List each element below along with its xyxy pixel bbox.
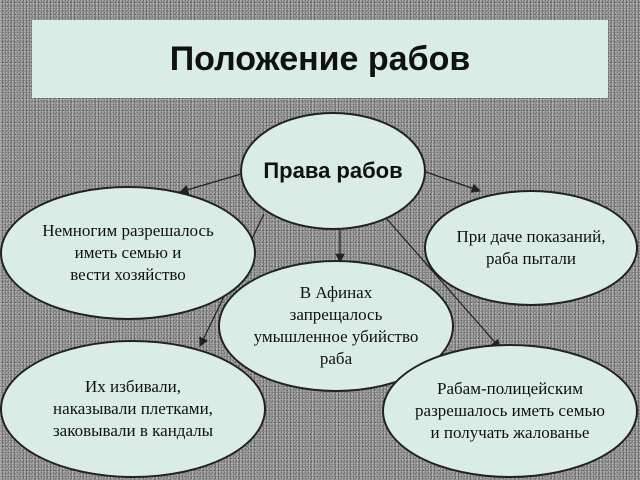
node-beaten: Их избивали, наказывали плетками, заковы… [0,340,266,478]
node-family-label: Немногим разрешалось иметь семью и вести… [42,221,214,284]
center-node: Права рабов [240,112,426,230]
arrow-to-police [385,217,501,349]
arrow-to-testimony [425,171,482,193]
node-athens-label: В Афинах запрещалось умышленное убийство… [253,283,419,368]
arrow-to-family [178,171,249,195]
node-testimony: При даче показаний, раба пытали [424,190,638,306]
page-title: Положение рабов [169,39,471,78]
node-police: Рабам-полицейским разрешалось иметь семь… [382,344,638,478]
node-family: Немногим разрешалось иметь семью и вести… [0,186,256,320]
center-label: Права рабов [263,158,403,183]
title-banner: Положение рабов [32,20,608,98]
node-beaten-label: Их избивали, наказывали плетками, заковы… [52,377,214,440]
node-testimony-label: При даче показаний, раба пытали [456,227,606,268]
node-police-label: Рабам-полицейским разрешалось иметь семь… [415,379,605,442]
